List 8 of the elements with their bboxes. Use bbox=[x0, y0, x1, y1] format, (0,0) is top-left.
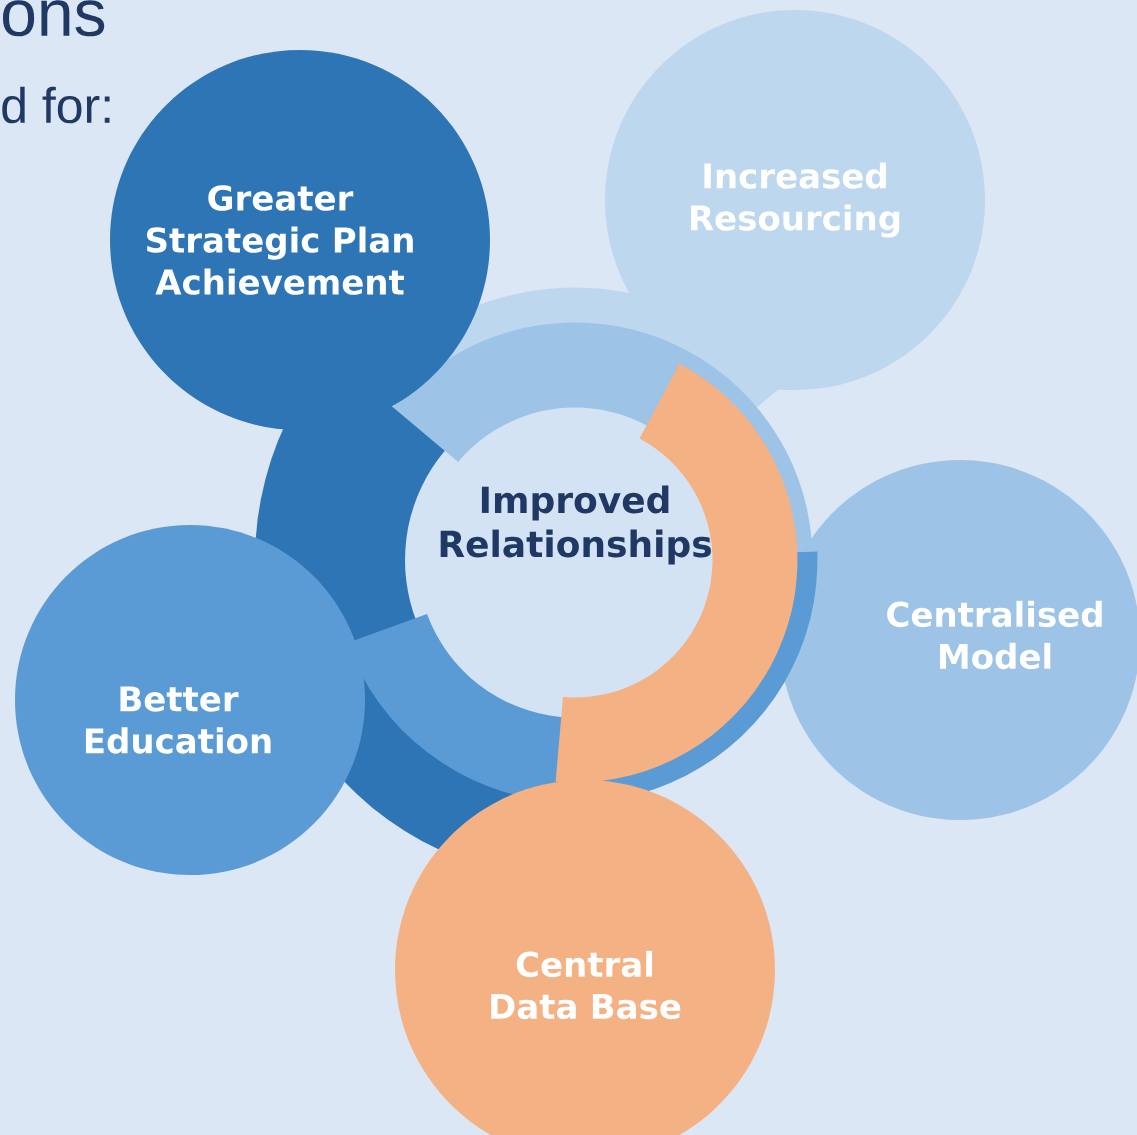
petal-label: Better Education bbox=[85, 686, 271, 754]
petal-label: Increased Resourcing bbox=[691, 162, 900, 238]
centre-label: Improved Relationships bbox=[440, 485, 711, 565]
subheading-text: d for: bbox=[2, 86, 110, 124]
petal-label: Centralised Model bbox=[887, 600, 1102, 670]
petal-label: Greater Strategic Plan Achievement bbox=[146, 185, 413, 295]
heading-text: ons bbox=[3, 0, 105, 37]
petal-label: Central Data Base bbox=[491, 950, 681, 1020]
